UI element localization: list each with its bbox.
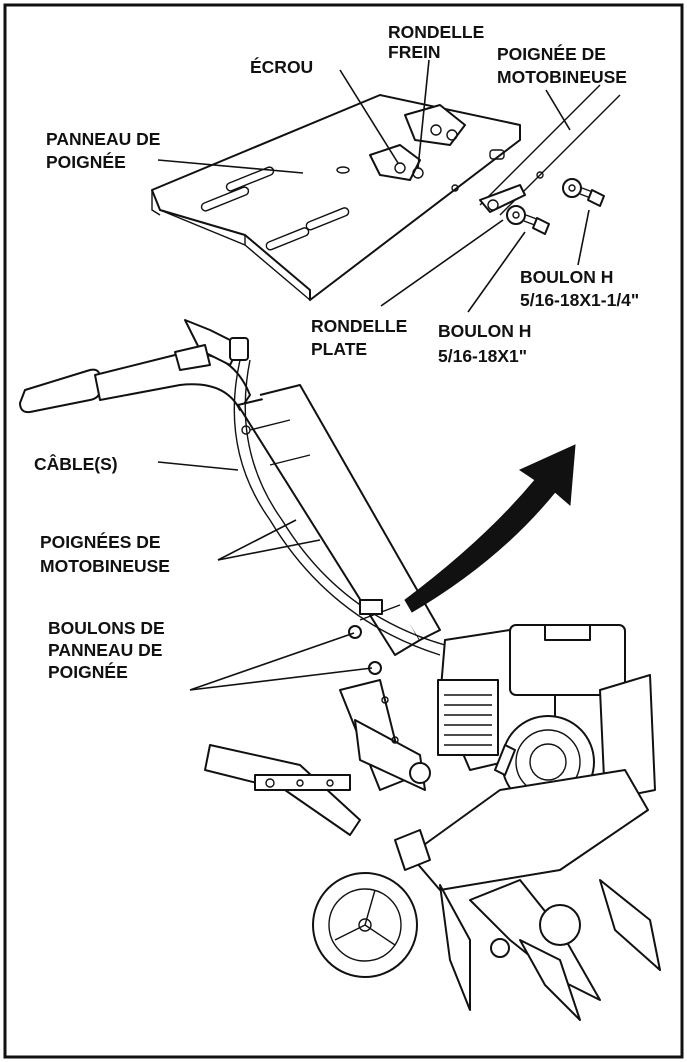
- label-rondelle-plate-line2: PLATE: [311, 339, 367, 359]
- label-poignee-motobineuse-line1: POIGNÉE DE: [497, 43, 606, 64]
- label-boulon-court-line2: 5/16-18X1": [438, 346, 527, 366]
- label-boulon-court-line1: BOULON H: [438, 321, 531, 341]
- label-rondelle-plate-line1: RONDELLE: [311, 316, 407, 336]
- label-boulons-panneau-line2: PANNEAU DE: [48, 640, 162, 660]
- handle-tube-top: [479, 84, 621, 216]
- label-boulon-long-line2: 5/16-18X1-1/4": [520, 290, 639, 310]
- label-ecrou: ÉCROU: [250, 56, 313, 77]
- label-poignees-motobineuse-line2: MOTOBINEUSE: [40, 556, 170, 576]
- label-panneau-poignee-line2: POIGNÉE: [46, 151, 126, 172]
- label-rondelle-frein-line2: FREIN: [388, 42, 441, 62]
- diagram-border: [3, 3, 684, 1059]
- rotation-arrow: [404, 444, 576, 613]
- label-panneau-poignee-line1: PANNEAU DE: [46, 129, 160, 149]
- air-filter-grille: [444, 694, 492, 746]
- label-cables: CÂBLE(S): [34, 453, 118, 474]
- leader-lines-top: [157, 59, 590, 313]
- label-boulon-long-line1: BOULON H: [520, 267, 613, 287]
- label-boulons-panneau-line3: POIGNÉE: [48, 661, 128, 682]
- tiller: [19, 319, 661, 1021]
- label-poignees-motobineuse-line1: POIGNÉES DE: [40, 531, 161, 552]
- handle-panel: [151, 94, 521, 301]
- label-rondelle-frein-line1: RONDELLE: [388, 22, 484, 42]
- washers-bolts: [506, 178, 605, 235]
- leader-lines-lower: [157, 461, 373, 691]
- label-boulons-panneau-line1: BOULONS DE: [48, 618, 165, 638]
- label-poignee-motobineuse-line2: MOTOBINEUSE: [497, 67, 627, 87]
